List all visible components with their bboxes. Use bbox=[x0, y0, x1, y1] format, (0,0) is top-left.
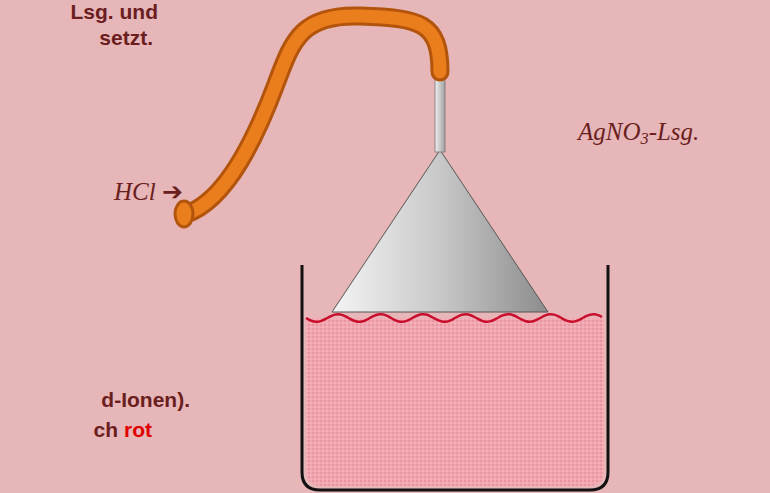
hose-outline bbox=[186, 16, 440, 214]
highlight-word: rot bbox=[124, 418, 152, 441]
gas-label: HCl ➔ bbox=[114, 178, 183, 206]
cut-text: Lsg. und bbox=[71, 0, 159, 23]
cut-text: setzt. bbox=[99, 26, 153, 49]
silver-nitrate-liquid bbox=[306, 318, 604, 486]
solution-label: AgNO3-Lsg. bbox=[578, 118, 699, 146]
liquid-surface bbox=[306, 314, 602, 322]
funnel bbox=[332, 150, 548, 312]
cut-text: ch bbox=[93, 418, 118, 441]
hose bbox=[186, 16, 440, 214]
cut-text: d-Ionen). bbox=[101, 388, 190, 411]
